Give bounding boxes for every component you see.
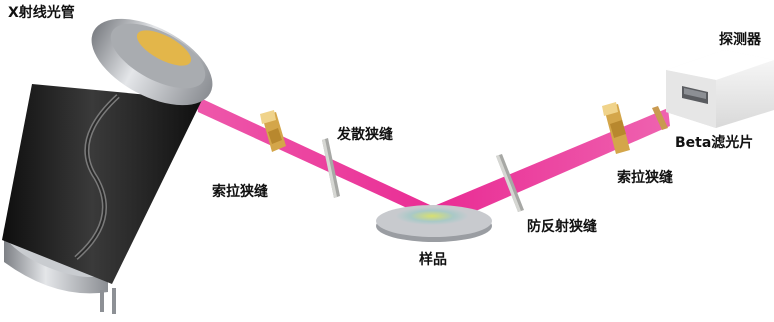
label-soller-slit-left: 索拉狭缝 <box>212 184 268 200</box>
anti-scatter-slit <box>496 154 524 212</box>
label-divergence-slit: 发散狭缝 <box>337 127 393 143</box>
incident-beam <box>196 96 444 225</box>
diffracted-beam <box>434 108 670 224</box>
detector <box>666 50 774 128</box>
label-detector: 探测器 <box>719 32 761 48</box>
beta-filter <box>652 106 668 130</box>
label-soller-slit-right: 索拉狭缝 <box>617 170 673 186</box>
label-anti-scatter-slit: 防反射狭缝 <box>527 219 597 235</box>
soller-slit-right <box>602 102 630 154</box>
divergence-slit <box>322 138 340 198</box>
label-xray-tube: X射线光管 <box>8 5 75 21</box>
soller-slit-left <box>260 110 286 152</box>
label-sample: 样品 <box>419 252 447 268</box>
xray-tube <box>2 18 213 314</box>
label-beta-filter: Beta滤光片 <box>675 135 754 151</box>
sample-holder <box>376 205 492 242</box>
